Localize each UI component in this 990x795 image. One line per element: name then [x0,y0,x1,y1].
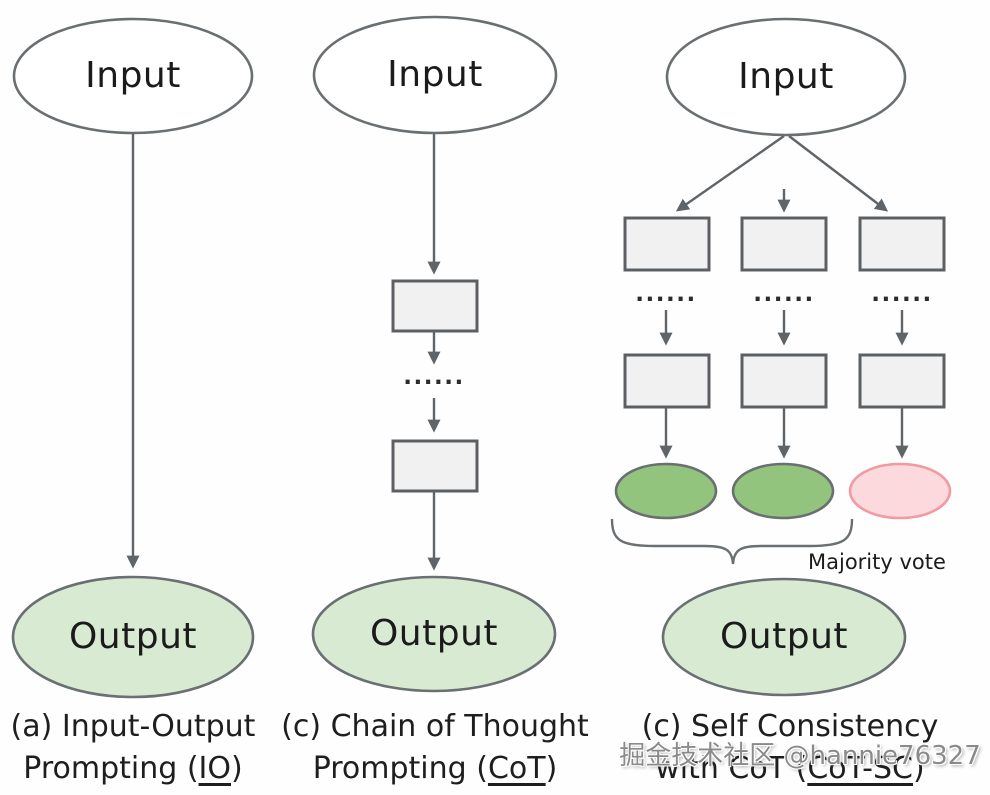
cot-thought-box-2 [391,439,479,493]
cot-output-ellipse [311,575,557,693]
sc-arrow-input-to-branch3 [788,135,889,212]
sc-input-ellipse [665,17,907,137]
sc-vote-ellipse-green-2 [731,462,835,520]
caption-cot-sc-line2: with CoT (CoT-SC) [620,748,960,790]
io-input-ellipse [12,17,254,135]
caption-io-prefix: Prompting ( [23,751,199,786]
sc-branch1-box-top [623,216,711,272]
caption-cot-prefix: Prompting ( [312,751,488,786]
sc-input-label: Input [738,56,834,97]
cot-thought-box-1 [391,279,479,333]
caption-cot: (c) Chain of Thought Prompting (CoT) [268,706,602,790]
caption-cot-sc-abbrev: CoT-SC [807,751,914,786]
sc-branch3-box-top [858,216,946,272]
cot-ellipsis-dots: ...... [403,364,465,390]
sc-ellipsis-dots-2: ...... [753,281,815,307]
sc-output-ellipse [661,577,907,697]
sc-branch1-box-bottom [623,353,711,409]
caption-cot-line2: Prompting (CoT) [268,748,602,790]
sc-ellipsis-dots-3: ...... [871,281,933,307]
sc-branch3-box-bottom [858,353,946,409]
caption-cot-sc-suffix: ) [913,751,925,786]
sc-output-label: Output [719,616,849,657]
majority-vote-brace [610,518,854,565]
sc-vote-ellipse-green-1 [614,462,718,520]
caption-io-line1: (a) Input-Output [10,709,256,744]
caption-io-suffix: ) [231,751,243,786]
sc-branch2-box-bottom [740,353,828,409]
caption-cot-sc: (c) Self Consistency with CoT (CoT-SC) [620,706,960,790]
cot-input-ellipse [312,15,558,135]
io-output-label: Output [68,616,198,657]
caption-cot-abbrev: CoT [487,751,546,786]
io-output-ellipse [11,575,255,699]
io-input-label: Input [85,55,181,96]
sc-arrow-input-to-branch1 [675,135,785,212]
caption-io: (a) Input-Output Prompting (IO) [0,706,283,790]
caption-cot-line1: (c) Chain of Thought [281,709,589,744]
watermark: 掘金技术社区 @hannie76327 [619,741,981,771]
cot-input-label: Input [387,54,483,95]
caption-cot-suffix: ) [545,751,558,786]
caption-cot-sc-prefix: with CoT ( [655,751,808,786]
majority-vote-label: Majority vote [808,550,946,574]
sc-vote-ellipse-pink [848,462,952,520]
caption-io-line2: Prompting (IO) [0,748,283,790]
caption-cot-sc-line1: (c) Self Consistency [641,709,939,744]
cot-output-label: Output [369,613,499,654]
caption-io-abbrev: IO [198,751,231,786]
sc-ellipsis-dots-1: ...... [635,281,697,307]
sc-branch2-box-top [740,216,828,272]
